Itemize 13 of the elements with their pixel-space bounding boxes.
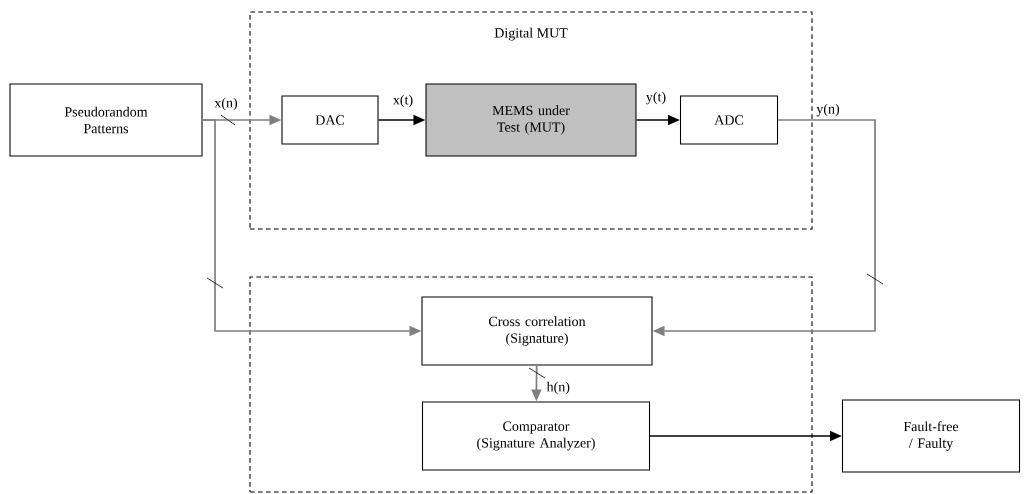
- dashed-group-box: [249, 276, 813, 493]
- edge-label: y(n): [815, 102, 841, 118]
- edge-label: x(t): [391, 93, 415, 109]
- process-box: ADC: [679, 95, 779, 145]
- process-box: DAC: [281, 95, 379, 145]
- process-box: Pseudorandom Patterns: [9, 83, 203, 157]
- device-box: MEMS under Test (MUT): [425, 83, 637, 157]
- process-box: Comparator (Signature Analyzer): [421, 401, 651, 471]
- edge-label: h(n): [545, 380, 572, 396]
- process-box: Fault-free / Faulty: [841, 399, 1021, 473]
- process-box: Cross correlation (Signature): [421, 296, 653, 366]
- edge-label: y(t): [644, 90, 668, 106]
- edge-label: x(n): [213, 96, 239, 112]
